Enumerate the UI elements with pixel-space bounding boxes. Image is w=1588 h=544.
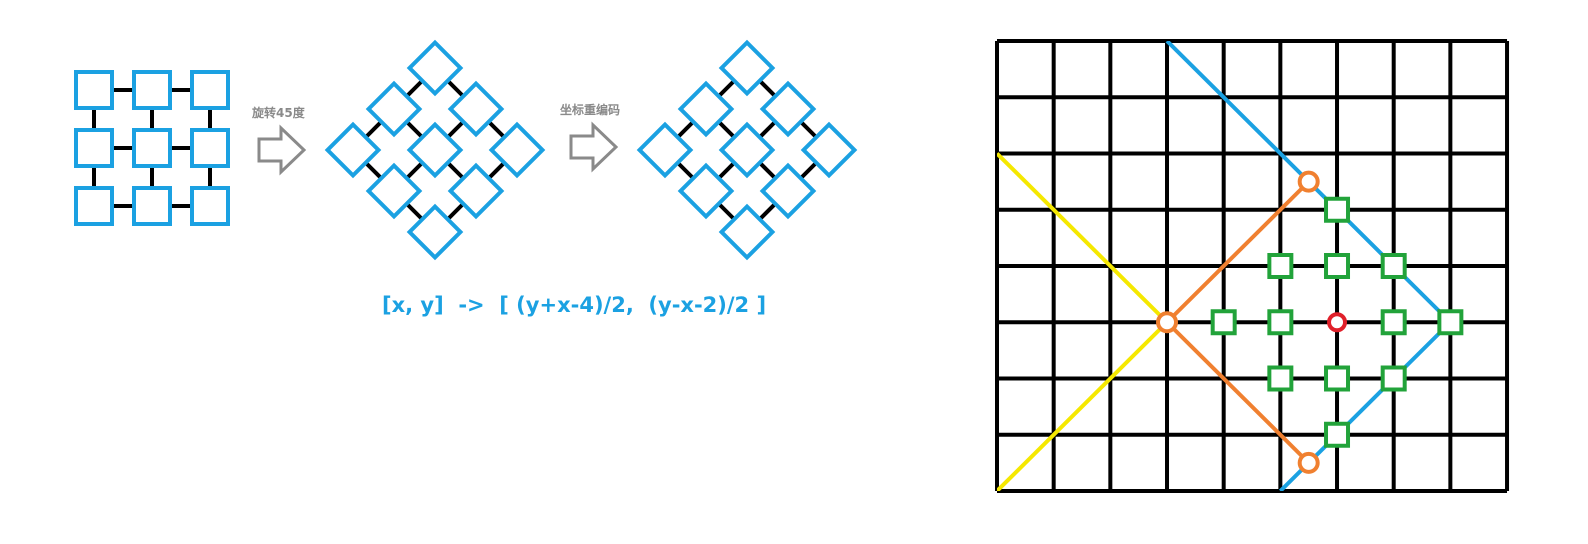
original-grid-panel — [74, 70, 230, 226]
grid-node — [447, 162, 505, 220]
boundary-circle — [1297, 451, 1320, 474]
grid-node — [365, 80, 423, 138]
boundary-circle — [1156, 311, 1179, 334]
grid-node — [132, 128, 172, 168]
neighbor-square — [1324, 253, 1351, 279]
neighbor-square — [1324, 196, 1351, 223]
grid-node — [74, 128, 114, 168]
grid-node — [488, 121, 546, 179]
neighbor-square — [1267, 309, 1294, 336]
neighbor-square — [1380, 309, 1407, 336]
reencoded-grid-panel — [636, 39, 858, 261]
neighbor-square — [1380, 365, 1407, 392]
arrow-shape — [257, 124, 307, 176]
mapping-formula: [x, y] -> [ (y+x-4)/2, (y-x-2)/2 ] — [382, 293, 767, 317]
grid-node — [636, 121, 694, 179]
neighbor-square — [1324, 421, 1351, 448]
grid-node — [447, 80, 505, 138]
grid-node — [406, 203, 464, 261]
neighbor-square — [1324, 365, 1351, 392]
grid-node — [190, 128, 230, 168]
center-circle — [1327, 312, 1348, 333]
arrow-shape — [569, 121, 619, 173]
neighborhood-grid — [995, 39, 1510, 493]
rotate-arrow-label: 旋转45度 — [251, 105, 306, 120]
rotated-grid-panel — [324, 39, 546, 261]
grid-node — [718, 121, 776, 179]
neighbor-square — [1380, 253, 1407, 279]
rotate-arrow: 旋转45度 — [251, 105, 307, 176]
orange-diagonal — [1165, 320, 1311, 465]
neighbor-square — [1267, 253, 1294, 279]
neighbor-square — [1437, 309, 1464, 336]
orange-diagonal — [1165, 180, 1311, 324]
grid-node — [718, 203, 776, 261]
grid-node — [74, 70, 114, 110]
grid-node — [132, 186, 172, 226]
grid-node — [759, 162, 817, 220]
grid-node — [406, 39, 464, 97]
boundary-circle — [1297, 170, 1320, 193]
neighbor-square — [1267, 365, 1294, 392]
grid-node — [74, 186, 114, 226]
grid-node — [406, 121, 464, 179]
neighbor-square — [1210, 309, 1237, 336]
grid-node — [132, 70, 172, 110]
grid-node — [324, 121, 382, 179]
grid-node — [759, 80, 817, 138]
grid-node — [677, 80, 735, 138]
grid-node — [718, 39, 776, 97]
yellow-diagonal — [997, 152, 1169, 324]
grid-node — [365, 162, 423, 220]
grid-node — [677, 162, 735, 220]
grid-node — [190, 186, 230, 226]
grid-node — [190, 70, 230, 110]
reencode-arrow-label: 坐标重编码 — [560, 102, 620, 117]
grid-node — [800, 121, 858, 179]
reencode-arrow: 坐标重编码 — [560, 102, 620, 173]
yellow-diagonal — [997, 320, 1169, 491]
